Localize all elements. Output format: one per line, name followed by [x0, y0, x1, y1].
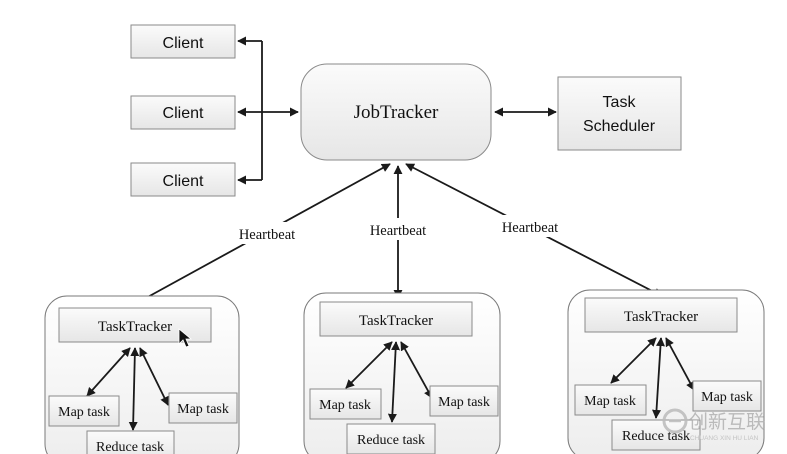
watermark-icon [662, 408, 688, 434]
reduce-task-label: Reduce task [357, 433, 425, 448]
client-label: Client [163, 35, 204, 52]
jobtracker-label: JobTracker [354, 102, 439, 123]
map-task-node: Map task [309, 388, 382, 420]
client-box-1: Client [130, 24, 236, 59]
task-scheduler-node: Task Scheduler [557, 76, 682, 151]
reduce-task-label: Reduce task [96, 440, 164, 454]
mouse-cursor-icon [178, 328, 193, 348]
client-box-3: Client [130, 162, 236, 197]
map-task-node: Map task [574, 384, 647, 416]
client-label: Client [163, 173, 204, 190]
scheduler-label-line1: Task [603, 94, 637, 111]
tasktracker-label: TaskTracker [98, 319, 172, 335]
map-task-label: Map task [319, 398, 371, 413]
watermark-sub: CHUANG XIN HU LIAN [690, 435, 759, 442]
client-label: Client [163, 105, 204, 122]
tasktracker-node: TaskTracker [584, 297, 738, 333]
map-task-label: Map task [438, 395, 490, 410]
tasktracker-label: TaskTracker [624, 309, 698, 325]
client-connectors [237, 36, 299, 185]
watermark-logo: 创新互联 CHUANG XIN HU LIAN [662, 408, 765, 442]
heartbeat-label: Heartbeat [370, 223, 426, 239]
tasktracker-label: TaskTracker [359, 313, 433, 329]
heartbeat-labels: Heartbeat Heartbeat Heartbeat [231, 215, 566, 244]
client-box-2: Client [130, 95, 236, 130]
map-task-node: Map task [168, 392, 238, 424]
heartbeat-label: Heartbeat [239, 227, 295, 243]
heartbeat-label: Heartbeat [502, 220, 558, 236]
map-task-label: Map task [58, 405, 110, 420]
watermark-name: 创新互联 [689, 411, 765, 433]
scheduler-label-line2: Scheduler [583, 118, 656, 135]
reduce-task-node: Reduce task [346, 423, 436, 454]
map-task-label: Map task [584, 394, 636, 409]
map-task-node: Map task [48, 395, 120, 427]
reduce-task-node: Reduce task [86, 430, 175, 454]
tasktracker-group-2: TaskTracker Map task Map task Reduce tas… [303, 292, 501, 454]
map-task-label: Map task [701, 390, 753, 405]
tasktracker-group-3: TaskTracker Map task Map task Reduce tas… [567, 289, 765, 454]
tasktracker-node: TaskTracker [319, 301, 473, 337]
map-task-label: Map task [177, 402, 229, 417]
tasktracker-group-1: TaskTracker Map task Map task Reduce tas… [44, 295, 240, 454]
map-task-node: Map task [429, 385, 499, 417]
map-task-node: Map task [692, 380, 762, 412]
jobtracker-node: JobTracker [300, 63, 492, 161]
